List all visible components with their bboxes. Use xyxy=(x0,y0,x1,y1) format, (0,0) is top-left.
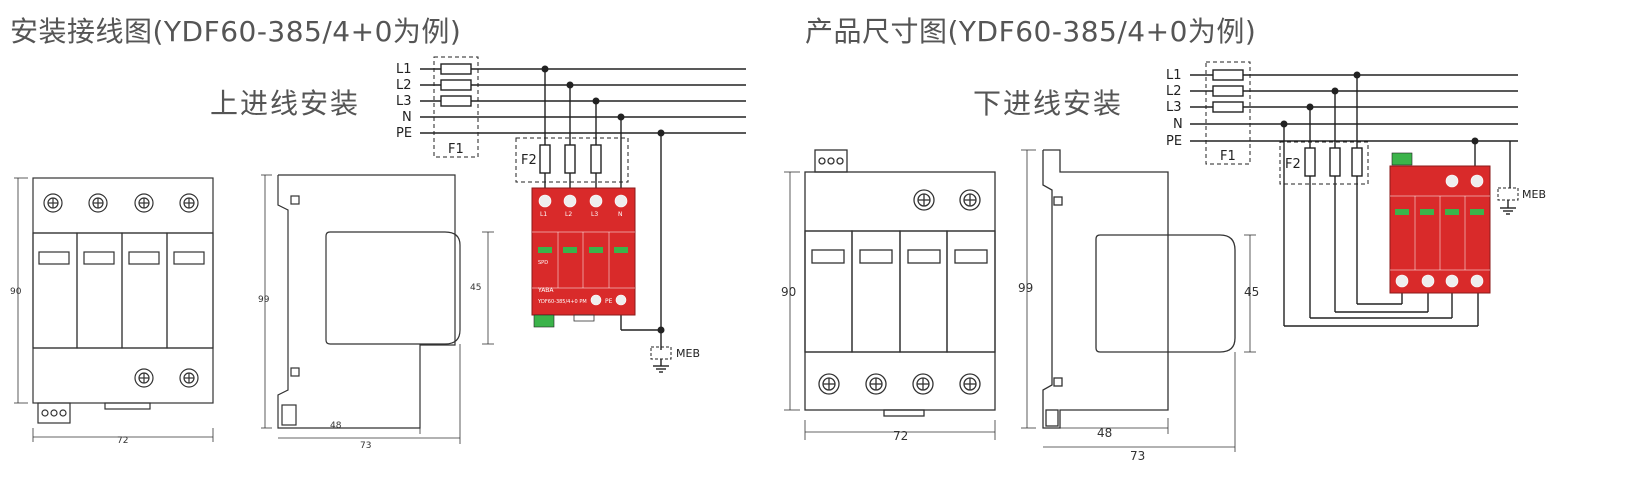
left-device-terminal-l2: L2 xyxy=(565,211,572,218)
right-front-height-label: 90 xyxy=(781,285,796,299)
right-line-label-n: N xyxy=(1173,117,1183,132)
screw-icon xyxy=(179,193,199,213)
left-side-height-label: 99 xyxy=(258,295,270,305)
remote-terminal-block xyxy=(37,402,71,424)
right-fuse2-label: F2 xyxy=(1285,157,1301,172)
left-line-label-l3: L3 xyxy=(396,94,412,109)
screw-icon xyxy=(43,193,63,213)
left-front-height-label: 90 xyxy=(10,287,22,297)
left-device-brand: YABA xyxy=(537,287,554,294)
screw-icon xyxy=(134,193,154,213)
left-spd-device xyxy=(531,187,636,328)
left-front-view xyxy=(14,177,214,442)
right-fuse1-label: F1 xyxy=(1220,149,1236,164)
left-wiring xyxy=(420,56,746,373)
left-side-depth-inner-label: 48 xyxy=(330,421,342,431)
screw-icon xyxy=(865,373,887,395)
left-side-depth-outer-label: 73 xyxy=(360,441,371,451)
right-side-depth-outer-label: 73 xyxy=(1130,449,1145,463)
right-title: 产品尺寸图(YDF60-385/4+0为例) xyxy=(805,15,1257,48)
right-side-45-label: 45 xyxy=(1244,285,1259,299)
left-device-terminal-n: N xyxy=(618,211,623,218)
left-title: 安装接线图(YDF60-385/4+0为例) xyxy=(10,15,462,48)
screw-icon xyxy=(818,373,840,395)
right-front-width-label: 72 xyxy=(893,429,908,443)
right-junction-dots xyxy=(1280,71,1479,145)
right-front-view xyxy=(784,149,996,440)
right-line-label-l2: L2 xyxy=(1166,84,1182,99)
right-meb-label: MEB xyxy=(1522,188,1546,201)
left-meb-label: MEB xyxy=(676,347,700,360)
left-device-model: YDF60-385/4+0 PM xyxy=(537,299,587,305)
left-fuse2-label: F2 xyxy=(521,153,537,168)
left-subtitle: 上进线安装 xyxy=(210,87,361,120)
left-line-label-l1: L1 xyxy=(396,62,412,77)
left-side-view xyxy=(261,174,494,444)
left-fuse1-label: F1 xyxy=(448,142,464,157)
remote-terminal-block xyxy=(814,149,848,173)
left-device-terminal-l1: L1 xyxy=(540,211,547,218)
left-device-terminal-l3: L3 xyxy=(591,211,598,218)
right-line-label-pe: PE xyxy=(1166,134,1182,149)
left-line-label-l2: L2 xyxy=(396,78,412,93)
screw-icon xyxy=(179,368,199,388)
left-device-pe: PE xyxy=(605,298,613,305)
right-subtitle: 下进线安装 xyxy=(973,87,1124,120)
left-device-spd-label: SPD xyxy=(538,260,548,266)
right-line-label-l3: L3 xyxy=(1166,100,1182,115)
left-junction-dots xyxy=(541,65,665,334)
right-side-depth-inner-label: 48 xyxy=(1097,426,1112,440)
left-front-width-label: 72 xyxy=(117,436,128,446)
right-wiring xyxy=(1190,61,1519,327)
right-spd-device xyxy=(1389,152,1491,294)
screw-icon xyxy=(88,193,108,213)
screw-icon xyxy=(959,373,981,395)
right-side-height-label: 99 xyxy=(1018,281,1033,295)
screw-icon xyxy=(134,368,154,388)
left-side-45-label: 45 xyxy=(470,283,481,293)
right-line-label-l1: L1 xyxy=(1166,68,1182,83)
left-line-label-pe: PE xyxy=(396,126,412,141)
screw-icon xyxy=(913,189,935,211)
screw-icon xyxy=(959,189,981,211)
right-side-view xyxy=(1021,149,1256,452)
left-line-label-n: N xyxy=(402,110,412,125)
screw-icon xyxy=(912,373,934,395)
